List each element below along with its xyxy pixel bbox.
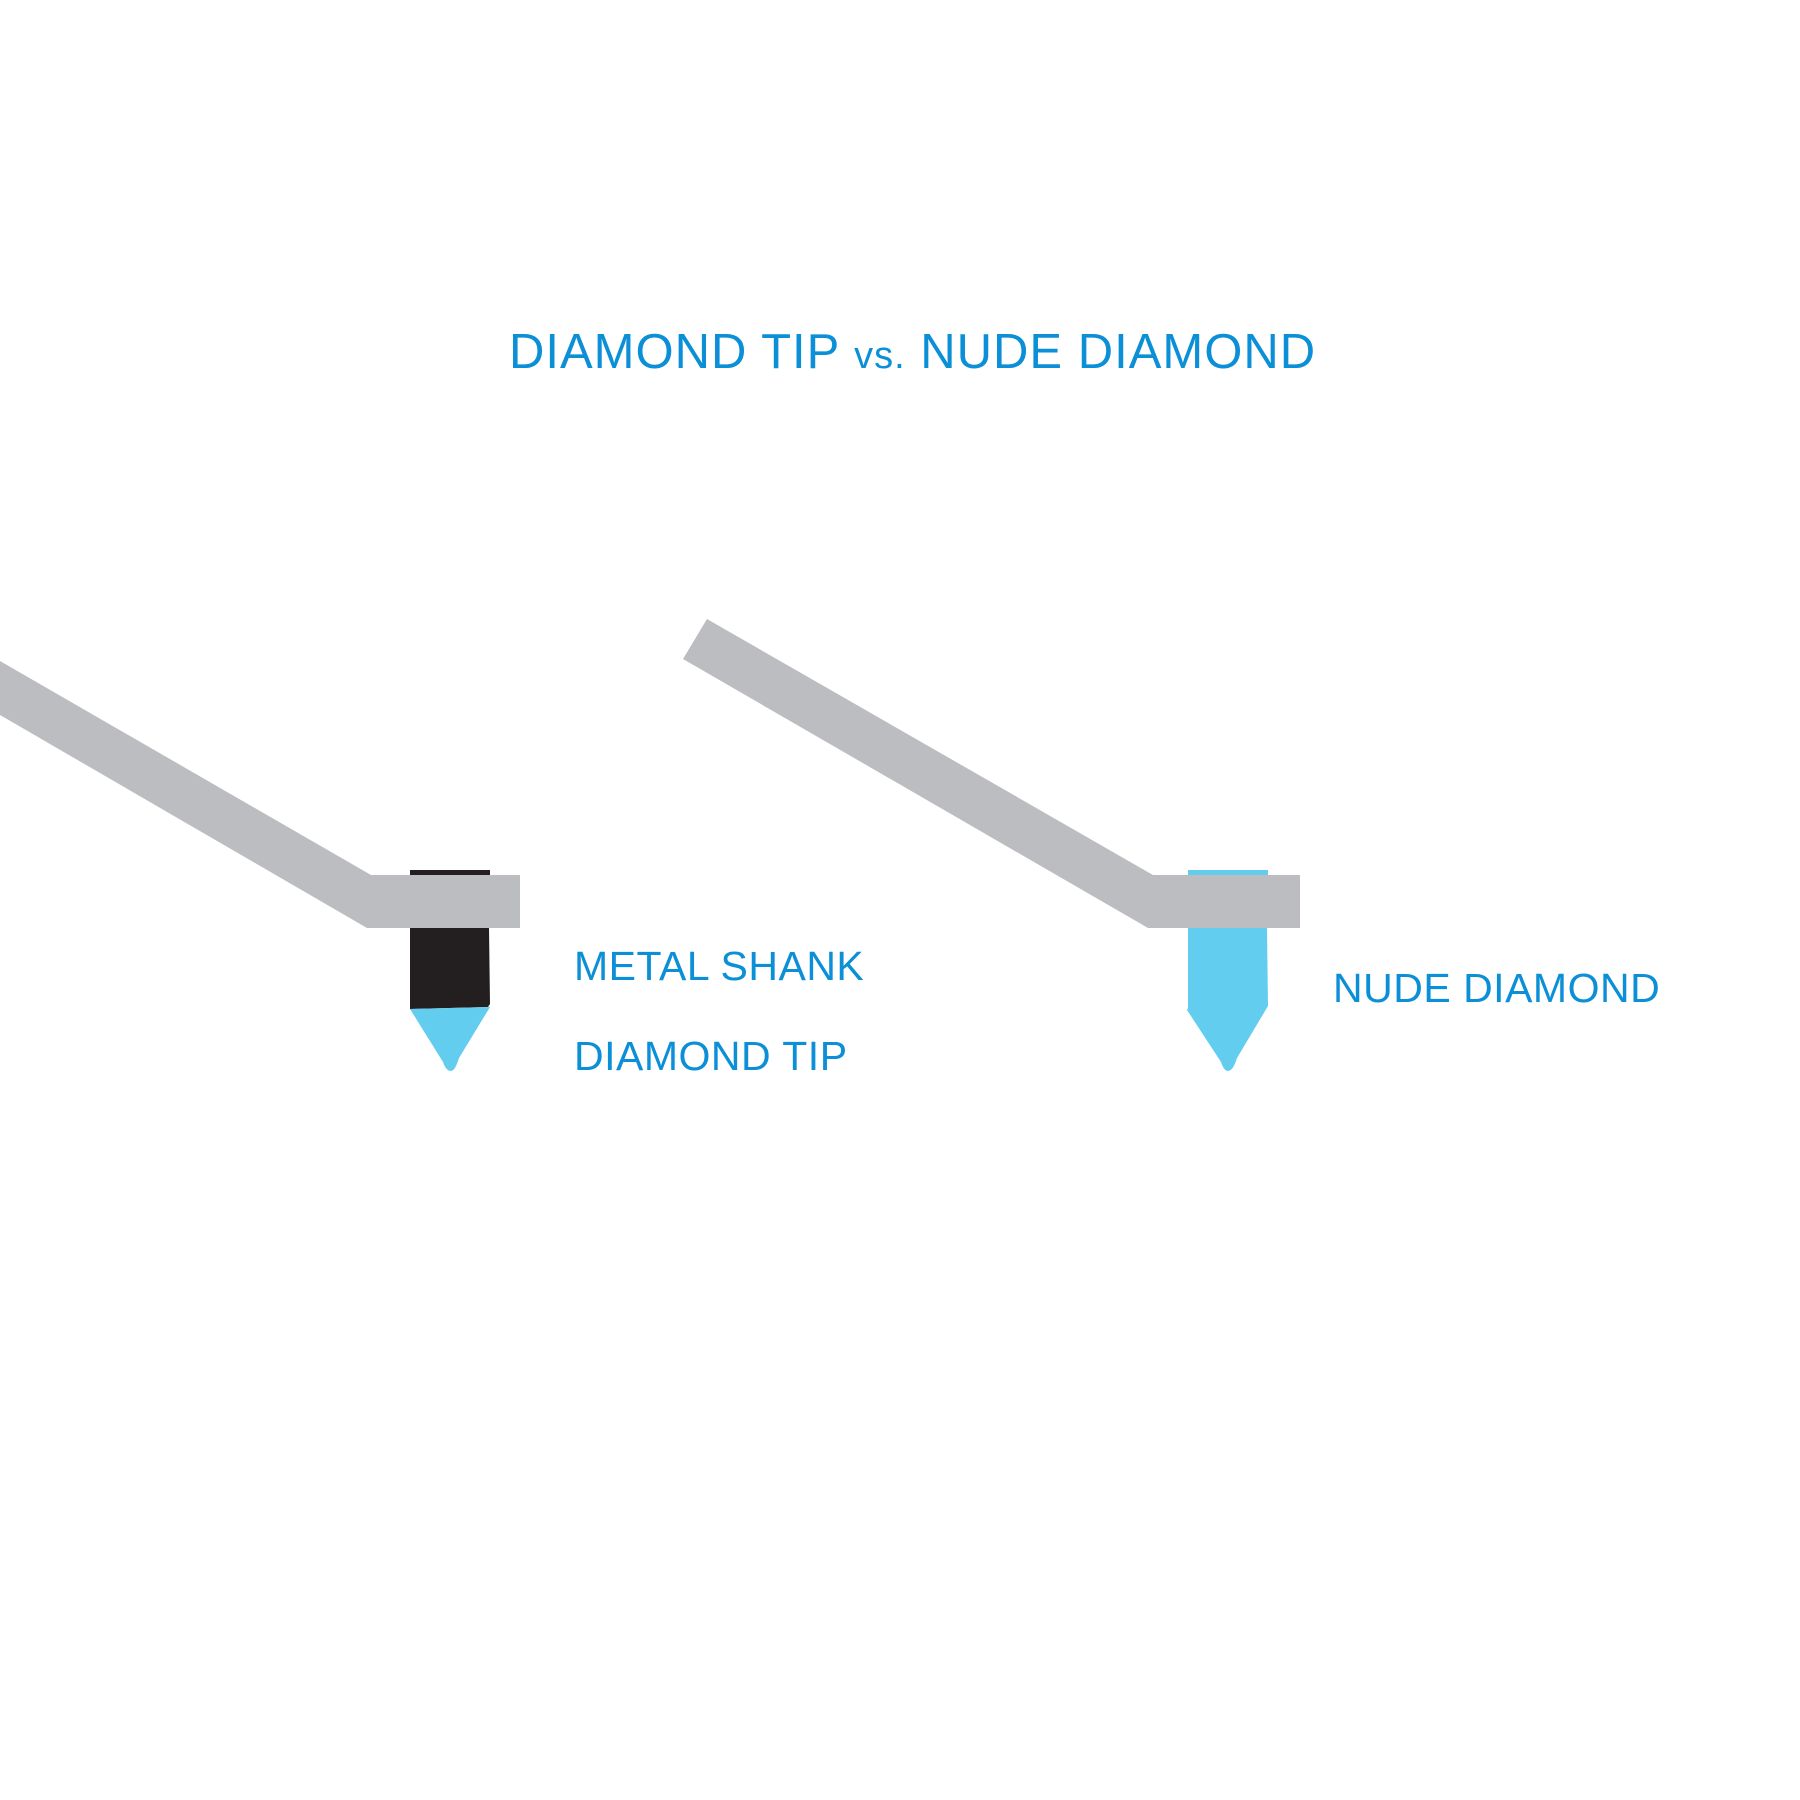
title-vs: vs. xyxy=(854,335,906,377)
page-title: DIAMOND TIP vs. NUDE DIAMOND xyxy=(509,328,1316,377)
label-diamond-tip: DIAMOND TIP xyxy=(574,1033,848,1079)
right-tonearm xyxy=(683,619,1300,928)
title-part2: NUDE DIAMOND xyxy=(905,325,1317,379)
left-tonearm xyxy=(0,661,520,928)
label-metal-shank: METAL SHANK xyxy=(574,943,865,989)
title-part1: DIAMOND TIP xyxy=(509,325,855,379)
diamond-tip xyxy=(410,1007,490,1071)
label-nude-diamond: NUDE DIAMOND xyxy=(1333,965,1661,1011)
nude-diamond xyxy=(1187,928,1268,1071)
metal-shank xyxy=(410,928,490,1009)
